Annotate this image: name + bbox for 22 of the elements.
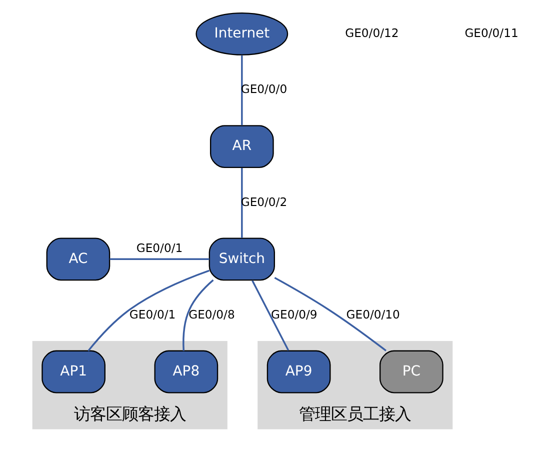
edge-label: GE0/0/1 bbox=[136, 241, 182, 256]
connector bbox=[240, 168, 242, 238]
connector bbox=[182, 279, 214, 351]
connector bbox=[274, 276, 386, 352]
label: GE0/0/11 bbox=[464, 26, 518, 40]
node-box: AC bbox=[46, 238, 110, 281]
label: GE0/0/12 bbox=[344, 26, 398, 40]
connector bbox=[240, 55, 242, 126]
edge-label: GE0/0/9 bbox=[270, 307, 317, 322]
edge-label: GE0/0/1 bbox=[128, 307, 176, 322]
node-ellipse: Internet bbox=[195, 12, 288, 56]
connector bbox=[87, 270, 210, 352]
node-box: Switch bbox=[208, 238, 274, 281]
node-box: AP9 bbox=[266, 350, 330, 394]
edge-label: GE0/0/10 bbox=[346, 307, 400, 322]
node-box: AR bbox=[209, 125, 274, 168]
connector bbox=[251, 280, 289, 351]
connector bbox=[109, 258, 209, 260]
node-box: PC bbox=[379, 350, 443, 394]
node-box: AP8 bbox=[154, 350, 218, 394]
node-box: AP1 bbox=[41, 350, 105, 394]
edge-label: GE0/0/8 bbox=[188, 307, 234, 322]
